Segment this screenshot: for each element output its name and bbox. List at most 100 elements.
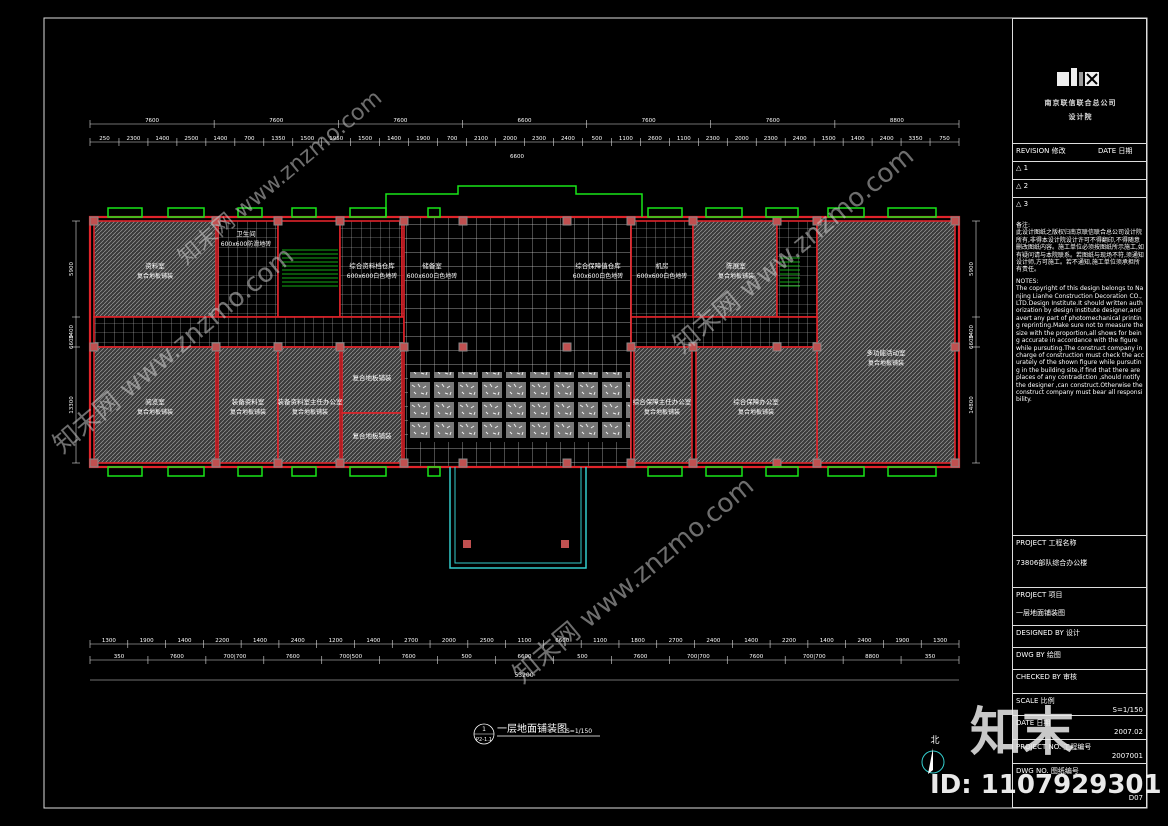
- date-value: 2007.02: [1114, 728, 1143, 736]
- left-dim-label: 6600: [69, 335, 75, 349]
- room-label-3: 储备室: [422, 261, 442, 270]
- column: [273, 216, 283, 226]
- sheet-border: [43, 17, 1148, 809]
- room-restroom: [217, 220, 279, 318]
- window-top: [705, 207, 743, 218]
- top-dim-row2-label: 2100: [474, 136, 488, 142]
- room-label-6: 陈展室: [726, 261, 746, 270]
- revision-triangle-icon: △: [1016, 164, 1022, 172]
- column: [562, 458, 572, 468]
- top-dim-row2-label: 1350: [271, 136, 285, 142]
- top-dim-row2-label: 1500: [358, 136, 372, 142]
- north-arrow-needle: [928, 748, 933, 774]
- column: [772, 458, 782, 468]
- revision-triangle-icon: △: [1016, 200, 1022, 208]
- top-dim-row1-label: 7600: [145, 118, 159, 124]
- bottom-dim-row2-label: 7600: [402, 654, 416, 660]
- top-dim-row2-label: 2400: [880, 136, 894, 142]
- top-dim-row1-label: 7600: [269, 118, 283, 124]
- top-dim-row1-label: 7600: [766, 118, 780, 124]
- top-dim-row1-label: 8800: [890, 118, 904, 124]
- column: [273, 342, 283, 352]
- room-material-0: 复合地板铺装: [137, 272, 173, 280]
- room-stairs-east: [776, 220, 818, 318]
- bottom-dim-row2-label: 700|700: [223, 654, 246, 660]
- south-ramp-inner: [454, 467, 582, 564]
- room-exhibition: [692, 220, 778, 318]
- north-label: 北: [930, 735, 939, 746]
- top-dim-row2-label: 700: [447, 136, 458, 142]
- window-top: [349, 207, 387, 218]
- bottom-dim-row2-label: 700|500: [339, 654, 362, 660]
- column: [89, 458, 99, 468]
- right-dim-label: 6600: [969, 335, 975, 349]
- window-bottom: [167, 466, 205, 477]
- corridor-west: [93, 316, 405, 348]
- column: [89, 342, 99, 352]
- scale-label: SCALE 比例: [1016, 697, 1055, 705]
- column: [211, 458, 221, 468]
- drawn-label: DWG BY 绘图: [1016, 651, 1061, 659]
- column: [335, 216, 345, 226]
- top-dim-row2-label: 2300: [532, 136, 546, 142]
- company-logo-icon: [1057, 68, 1099, 86]
- column: [772, 342, 782, 352]
- top-dim-row2-label: 1900: [416, 136, 430, 142]
- bottom-dim-row1-label: 1100: [518, 638, 532, 644]
- window-bottom: [827, 466, 865, 477]
- room-material-13: 复合地板铺装: [738, 408, 774, 416]
- revision-1: 1: [1023, 164, 1029, 172]
- top-dim-row2-label: 1500: [300, 136, 314, 142]
- column: [399, 216, 409, 226]
- right-dim-label: 3400: [969, 325, 975, 339]
- top-dim-row2-label: 2000: [503, 136, 517, 142]
- room-support-office: [695, 346, 818, 464]
- room-material-5: 600x600白色地砖: [637, 272, 687, 280]
- room-label-13: 综合保障办公室: [733, 397, 779, 406]
- bottom-dim-row1-label: 2400: [858, 638, 872, 644]
- date-header: DATE 日期: [1098, 147, 1133, 155]
- top-dim-row2-label: 1950: [329, 136, 343, 142]
- notes-en-title: NOTES:: [1016, 277, 1039, 285]
- column: [626, 342, 636, 352]
- window-bottom: [887, 466, 937, 477]
- bottom-dim-row1-label: 2200: [782, 638, 796, 644]
- top-dim-row2-label: 2000: [735, 136, 749, 142]
- notes-cn-title: 备注:: [1016, 222, 1031, 229]
- room-label-9: 装备资料室主任办公室: [278, 397, 344, 406]
- notes-cn-text: 此设计图纸之版权归南京联信联合总公司设计院所有,非得本设计院设计许可不得翻印,不…: [1016, 229, 1144, 274]
- column: [211, 216, 221, 226]
- window-top: [647, 207, 683, 218]
- designed-row: DESIGNED BY 设计: [1013, 625, 1146, 647]
- room-material-4: 600x600白色地砖: [573, 272, 623, 280]
- top-dim-row2-label: 3350: [909, 136, 923, 142]
- column: [211, 342, 221, 352]
- bottom-dim-row1-label: 2700: [404, 638, 418, 644]
- room-material-3: 600x600白色地砖: [407, 272, 457, 280]
- dwg-no-label: DWG NO. 图纸编号: [1016, 767, 1079, 775]
- revision-row-3: △ 3: [1013, 197, 1146, 217]
- top-dim-row2-label: 250: [99, 136, 110, 142]
- revision-2: 2: [1023, 182, 1029, 190]
- window-top: [107, 207, 143, 218]
- column: [812, 216, 822, 226]
- title-block: REVISION 修改 DATE 日期 △ 1 △ 2 △ 3 PROJECT …: [1012, 18, 1147, 808]
- south-ramp: [449, 467, 587, 569]
- bottom-dim-row2-label: 350: [114, 654, 125, 660]
- index-number: 1: [482, 726, 486, 733]
- bottom-dim-row1-label: 1300: [933, 638, 947, 644]
- item-label: PROJECT 项目: [1016, 591, 1063, 599]
- room-multipurpose: [816, 220, 956, 464]
- window-bottom: [427, 466, 441, 477]
- window-bottom: [107, 466, 143, 477]
- column: [458, 216, 468, 226]
- room-label-10: 复合地板铺装: [353, 373, 393, 382]
- bottom-dim-row1-label: 2400: [291, 638, 305, 644]
- company-sub-label: 设计院: [1068, 113, 1093, 121]
- total-dim-label: 53200: [514, 672, 533, 679]
- room-label-14: 多功能活动室: [867, 348, 907, 357]
- window-bottom: [237, 466, 263, 477]
- top-dim-row1-label: 7600: [393, 118, 407, 124]
- column: [626, 216, 636, 226]
- bottom-dim-row1-label: 1900: [895, 638, 909, 644]
